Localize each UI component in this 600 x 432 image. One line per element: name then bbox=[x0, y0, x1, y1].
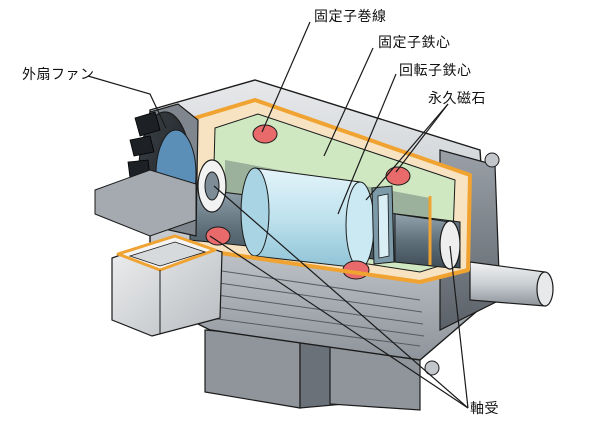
external-fan-assembly bbox=[94, 103, 199, 237]
leader-lines bbox=[87, 21, 469, 409]
leader-external-fan bbox=[87, 75, 167, 129]
leader-stator-core bbox=[323, 47, 374, 157]
label-bearing: 軸受 bbox=[470, 401, 499, 417]
leader-stator-winding bbox=[261, 21, 311, 133]
cutaway-interior bbox=[189, 98, 472, 284]
label-permanent-magnet: 永久磁石 bbox=[428, 91, 486, 107]
label-external-fan: 外扇ファン bbox=[22, 67, 95, 83]
terminal-box bbox=[111, 234, 223, 337]
leader-bearing-mid bbox=[209, 235, 469, 409]
label-stator-winding: 固定子巻線 bbox=[314, 9, 387, 25]
leader-magnet-2 bbox=[365, 103, 449, 201]
label-rotor-core: 回転子鉄心 bbox=[399, 63, 472, 79]
leader-bearing-rear bbox=[449, 245, 469, 409]
leader-bearing-front bbox=[213, 185, 469, 409]
leader-magnet-1 bbox=[395, 103, 449, 173]
label-stator-core: 固定子鉄心 bbox=[378, 35, 451, 51]
output-shaft bbox=[469, 261, 554, 307]
leader-rotor-core bbox=[337, 73, 397, 215]
